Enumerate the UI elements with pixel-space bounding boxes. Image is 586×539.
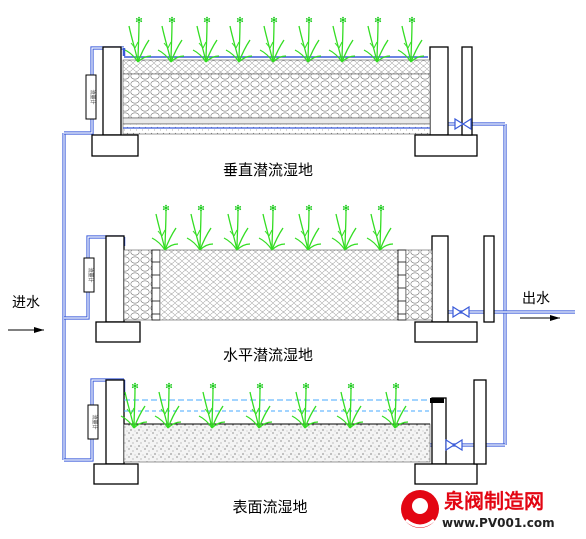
outlet-indicator: 出水 <box>520 291 560 321</box>
flowmeter-2: 流量计 <box>83 257 95 293</box>
outlet-label: 出水 <box>522 291 550 307</box>
wetland-vertical-subsurface: 垂直潜流湿地 <box>91 16 478 179</box>
outlet-main-pipe <box>428 122 575 447</box>
inlet-indicator: 进水 <box>8 295 44 333</box>
watermark-url: www.PV001.com <box>442 516 555 530</box>
watermark: 泉阀制造网 www.PV001.com <box>401 489 555 530</box>
inlet-label: 进水 <box>12 295 40 311</box>
flowmeter-1: 流量计 <box>85 74 97 120</box>
flowmeter-3: 流量计 <box>87 404 99 440</box>
wetland-surface-flow: 表面流湿地 <box>93 379 487 516</box>
wetland-2-caption: 水平潜流湿地 <box>223 346 313 364</box>
watermark-brand: 泉阀制造网 <box>443 489 544 513</box>
svg-text:流量计: 流量计 <box>91 414 98 429</box>
valve-2 <box>452 305 470 319</box>
watermark-logo-icon <box>401 490 439 528</box>
svg-text:流量计: 流量计 <box>87 267 94 282</box>
svg-text:流量计: 流量计 <box>89 89 96 104</box>
valve-1 <box>454 117 472 131</box>
wetland-1-caption: 垂直潜流湿地 <box>223 161 313 179</box>
wetland-3-caption: 表面流湿地 <box>232 498 307 516</box>
wetland-horizontal-subsurface: 水平潜流湿地 <box>95 204 495 364</box>
valve-3 <box>445 438 463 452</box>
